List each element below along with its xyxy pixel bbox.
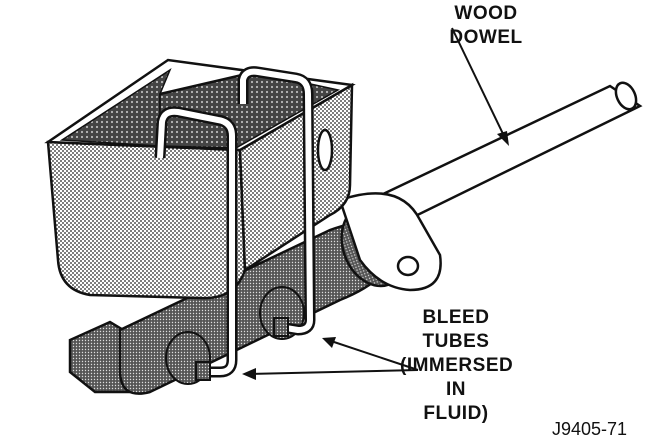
bleed-tubes-leader xyxy=(242,337,419,380)
figure-id: J9405-71 xyxy=(552,419,628,439)
bleed-tubes-label: BLEED TUBES (IMMERSED IN FLUID) xyxy=(400,306,514,426)
bleed-tubes-label-line-5: FLUID) xyxy=(423,403,489,424)
bleed-tube-front xyxy=(154,106,238,378)
bleed-tube-rear xyxy=(237,66,316,336)
wood-dowel-leader xyxy=(451,27,509,146)
cylinder-body xyxy=(68,192,442,395)
wood-dowel-label-line-1: WOOD xyxy=(454,3,518,24)
bleed-tubes-label-line-4: IN xyxy=(446,379,466,400)
wood-dowel-label: WOOD DOWEL xyxy=(438,2,534,50)
reservoir xyxy=(44,58,356,300)
bleed-tubes-label-line-3: (IMMERSED xyxy=(400,355,514,376)
bleed-tubes-label-line-2: TUBES xyxy=(422,331,490,352)
bleed-tubes-label-line-1: BLEED xyxy=(422,307,490,328)
bleed-fittings xyxy=(195,317,289,381)
wood-dowel-label-line-2: DOWEL xyxy=(449,27,523,48)
